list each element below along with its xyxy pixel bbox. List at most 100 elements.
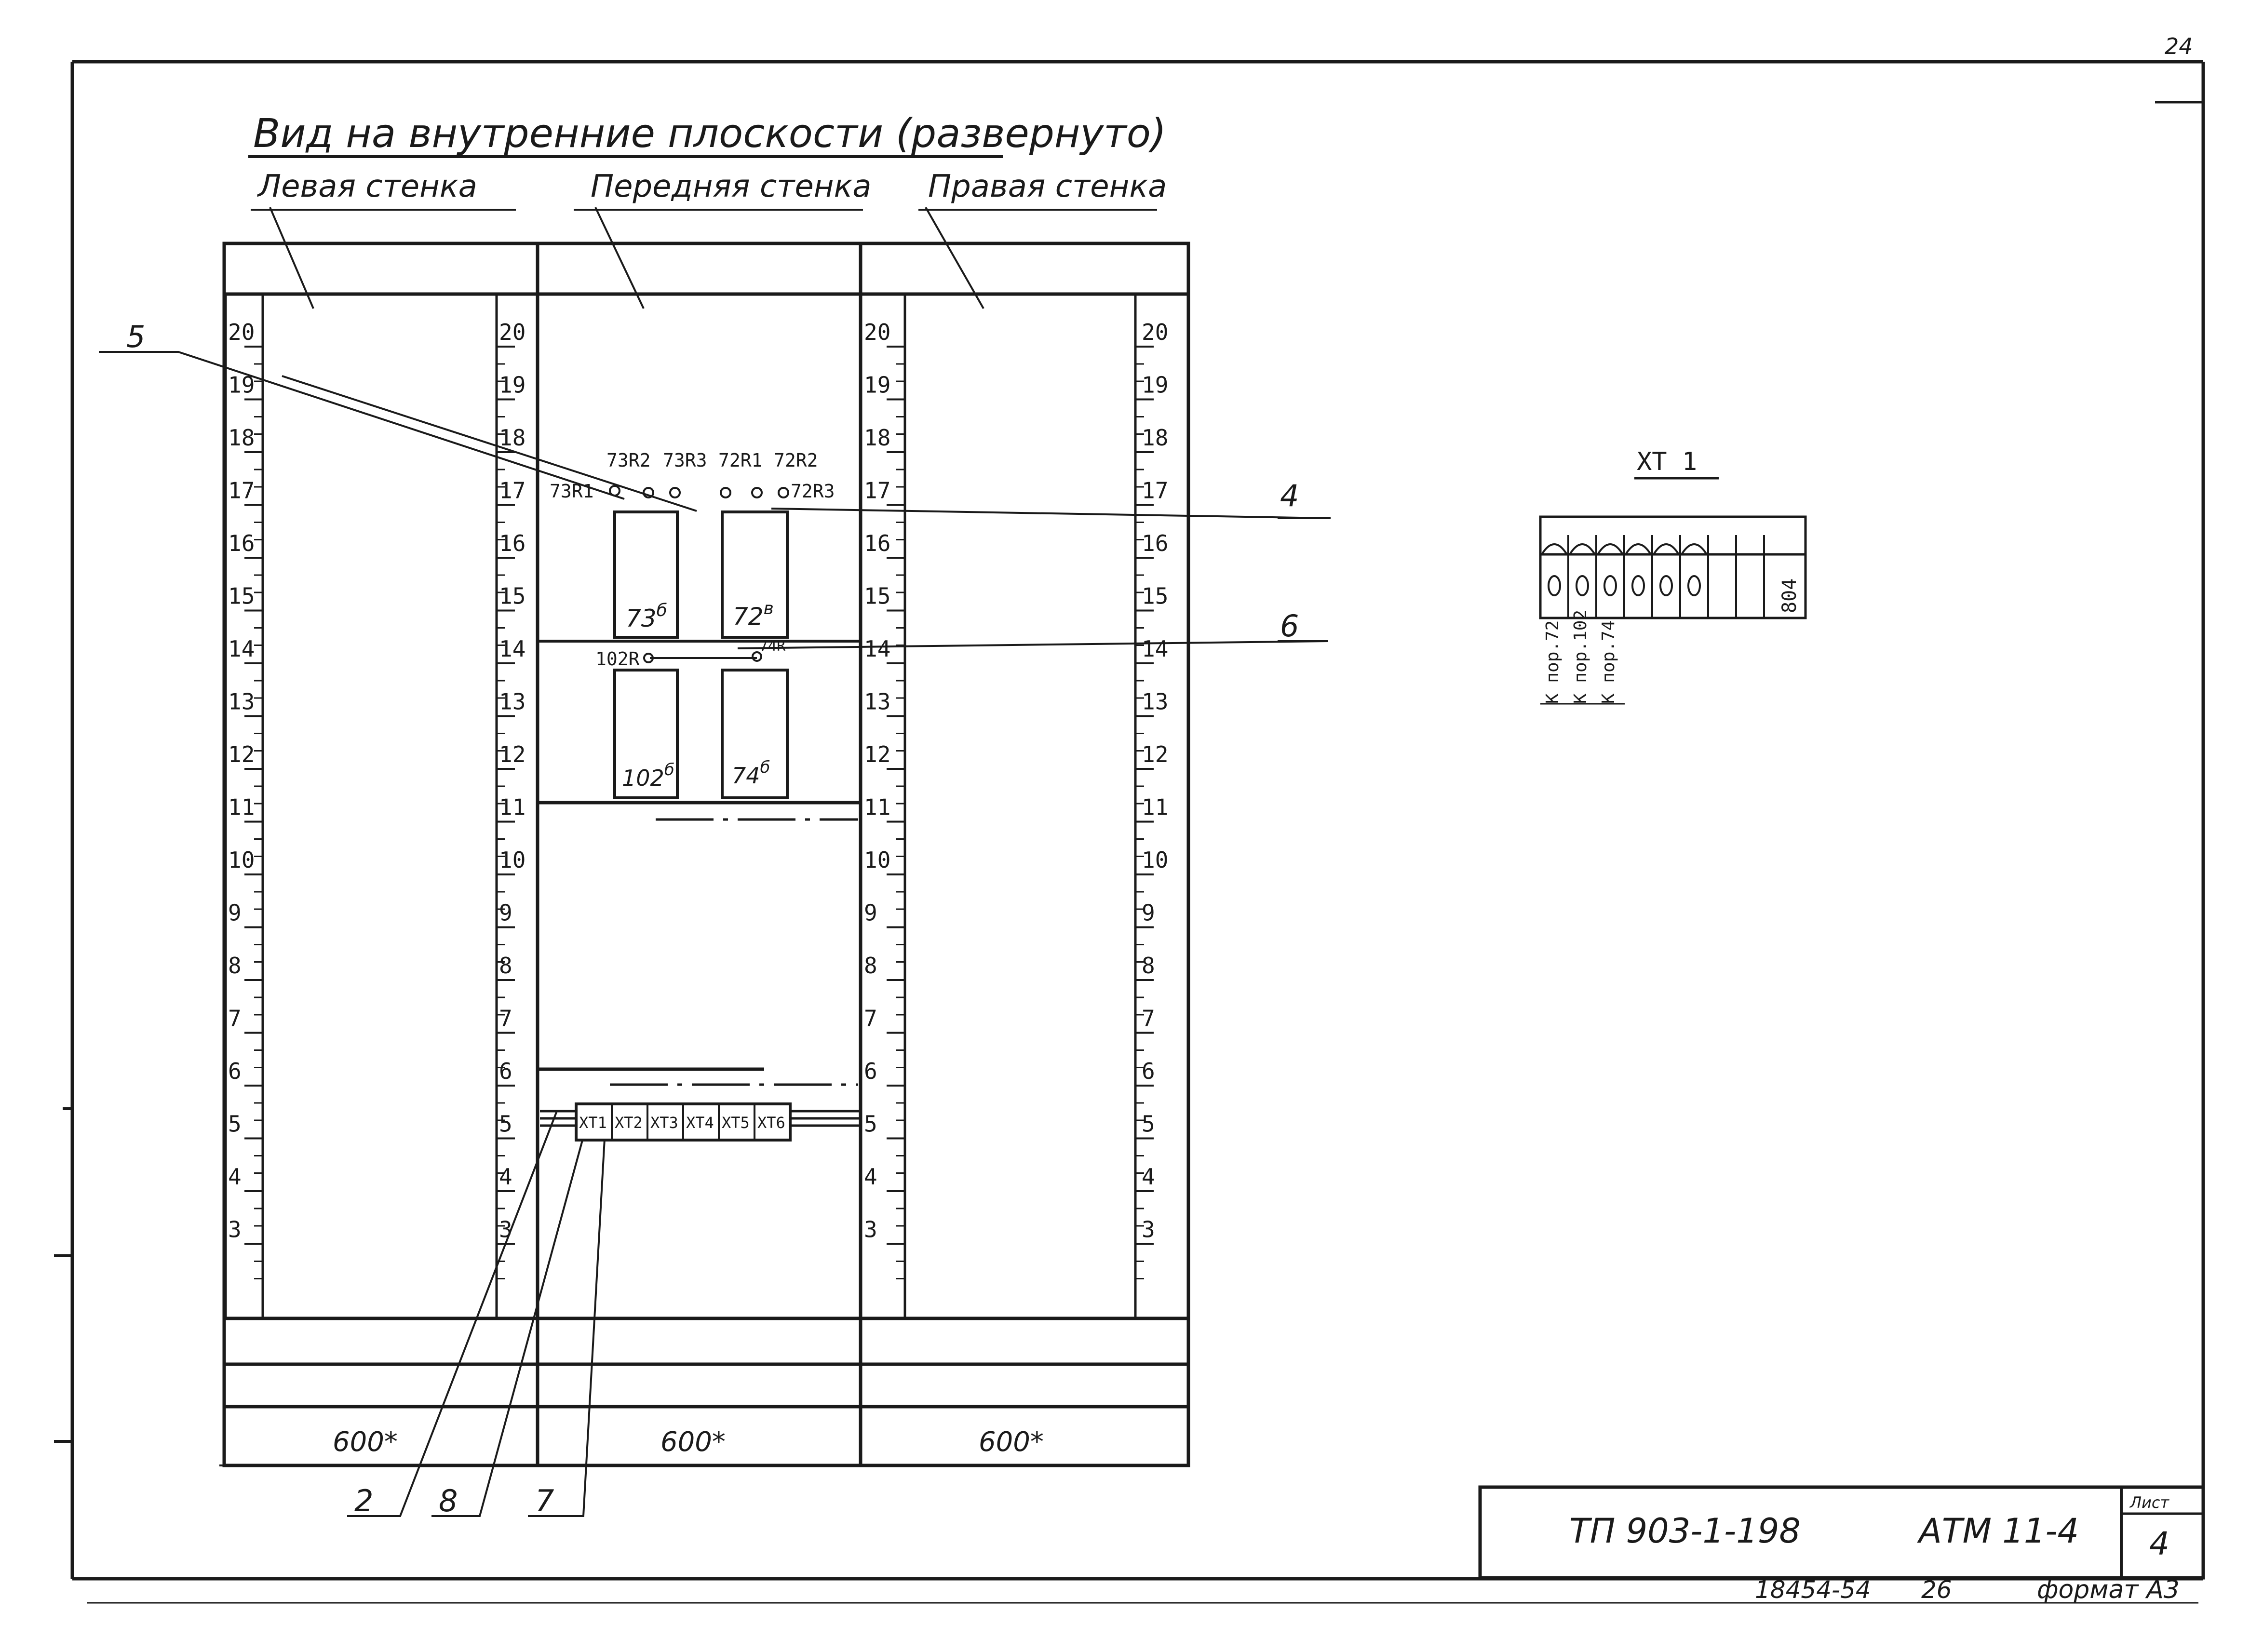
rail-scale-label: 8 [228,953,242,979]
inventory-number: 18454-54 [1755,1576,1871,1604]
wall-caption-left: Левая стенка [257,169,477,204]
rail-right-b [1134,293,1190,1320]
rail-scale-label: 17 [228,478,255,504]
rail-scale-label: 7 [499,1006,512,1032]
title-block: ТП 903-1-198 АТМ 11-4 Лист 4 [1478,1485,2205,1580]
rail-scale-label: 6 [228,1058,242,1084]
terminal-block-xt5: XT5 [722,1114,750,1132]
terminal-circles [609,485,789,498]
rail-scale-label: 20 [1142,319,1168,345]
rail-scale-label: 13 [1142,689,1168,715]
rail-scale-label: 16 [1142,530,1168,556]
rail-scale-label: 16 [228,530,255,556]
leader-lines [99,207,1331,1517]
rail-scale-label: 7 [228,1006,242,1032]
rail-scale-label: 16 [864,530,890,556]
xt1-terminal-cap [1653,543,1680,555]
xt1-terminal-cap [1625,543,1652,555]
xt1-terminal-cap [1681,543,1708,555]
drawing-code: АТМ 11-4 [1917,1511,2079,1551]
dimension-left: 600* [333,1426,398,1458]
rail-scale-label: 19 [1142,372,1168,398]
rail-scale-label: 6 [1142,1058,1155,1084]
rail-scale-label: 14 [1142,636,1168,662]
device-72-box [721,510,789,639]
xt1-terminal-cap [1569,543,1596,555]
xt1-wire-label-2: К пор.74 [1599,620,1618,704]
leader-2: 2 [354,1483,373,1518]
rail-scale-label: 16 [499,530,525,556]
rail-scale-label: 3 [864,1217,877,1243]
rail-scale-label: 5 [228,1111,242,1137]
wall-caption-front: Передняя стенка [591,169,872,204]
xt1-terminal-screw [1603,575,1617,596]
rail-scale-label: 8 [499,953,512,979]
cabinet-rails [224,293,1190,1320]
rail-scale-label: 11 [499,794,525,820]
device-74-label: 74б [732,758,770,789]
rail-scale-label: 14 [499,636,525,662]
rail-scale-label: 12 [228,741,255,767]
rail-scale-label: 8 [1142,953,1155,979]
sheet-label: Лист [2129,1493,2169,1512]
rail-scale-label: 18 [228,425,255,451]
rail-scale-label: 4 [864,1164,877,1190]
rail-scale: 20 19 18 17 16 15 14 13 12 11 10 9 8 7 6 5 4 3 20 19 18 17 16 1… [228,319,1168,1279]
xt1-end-label: 804 [1778,578,1801,613]
title-block-frame [1478,1485,2205,1580]
rail-scale-label: 14 [228,636,255,662]
dimension-right: 600* [979,1426,1044,1458]
rail-scale-label: 9 [228,900,242,926]
rail-scale-label: 5 [499,1111,512,1137]
terminal-circle-102R [643,653,654,663]
rail-scale-label: 17 [864,478,890,504]
terminal-73R2: 73R2 [606,450,651,471]
xt1-terminal-cap [1541,543,1568,555]
terminal-block-xt3: XT3 [650,1114,678,1132]
sheet-count: 26 [1921,1576,1952,1604]
rail-scale-label: 15 [499,583,525,609]
terminal-block-xt4: XT4 [686,1114,714,1132]
rail-scale-label: 13 [228,689,255,715]
terminal-block-xt2: XT2 [615,1114,643,1132]
device-72-label: 72в [733,599,774,631]
leader-7: 7 [535,1483,554,1518]
rail-scale-label: 20 [228,319,255,345]
rail-scale-label: 15 [228,583,255,609]
xt1-detail-body [1539,553,1807,619]
xt1-terminal-screw [1687,575,1701,596]
rail-scale-label: 17 [499,478,525,504]
xt1-detail-title: XT 1 [1637,447,1697,476]
terminal-73R1: 73R1 [550,481,594,502]
front-wall-contents: 73R2 73R3 72R1 72R2 73R1 72R3 73б 72в 10… [538,450,861,1142]
rail-scale-label: 18 [1142,425,1168,451]
terminal-72R2: 72R2 [774,450,818,471]
rail-scale-label: 19 [499,372,525,398]
rail-scale-label: 20 [864,319,890,345]
rail-scale-label: 17 [1142,478,1168,504]
rail-scale-label: 15 [1142,583,1168,609]
leader-5: 5 [126,319,145,354]
xt1-terminal-screw [1659,575,1673,596]
dimension-front: 600* [660,1426,726,1458]
rail-scale-label: 6 [499,1058,512,1084]
rail-scale-label: 11 [228,794,255,820]
rail-scale-label: 10 [228,847,255,873]
rail-scale-label: 9 [864,900,877,926]
xt1-terminal-cap [1597,543,1624,555]
leader-8: 8 [439,1483,458,1518]
cabinet-outline [222,242,1190,1467]
xt1-detail-top [1539,515,1807,556]
terminal-block-xt1: XT1 [579,1114,607,1132]
device-102-label: 102б [622,760,674,791]
xt1-wire-label-1: К пор.102 [1571,610,1590,704]
terminal-74R: 74R [759,638,786,655]
rail-scale-label: 18 [499,425,525,451]
xt1-terminal-screw [1631,575,1645,596]
xt1-wire-label-0: К пор.72 [1543,620,1563,704]
xt1-detail: XT 1 804 К пор.72 К пор.102 К пор.74 [1539,447,1807,705]
device-73-box [613,510,679,639]
rail-scale-label: 5 [864,1111,877,1137]
